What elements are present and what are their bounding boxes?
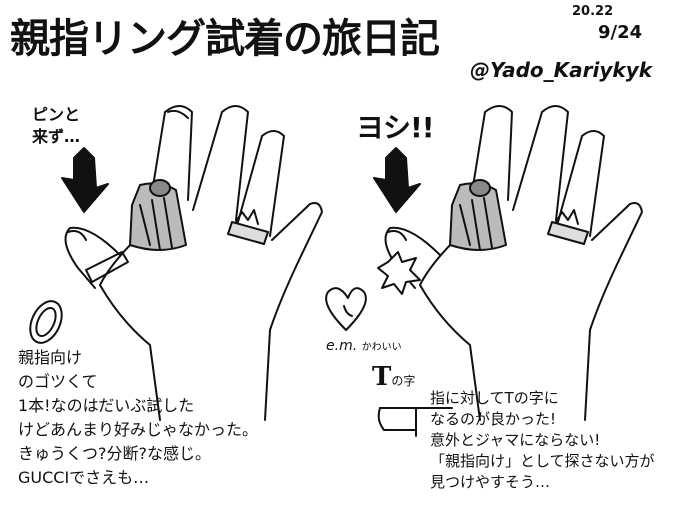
left-note-line: きゅうくつ?分断?な感じ。: [18, 444, 211, 463]
em-brand: e.m.: [326, 338, 358, 354]
left-note-line: のゴツくて: [18, 372, 98, 391]
right-note-line: 指に対してTの字に: [430, 389, 559, 407]
t-suffix: の字: [391, 374, 416, 388]
right-caption: ヨシ!!: [356, 111, 435, 144]
left-hand-drawing: [29, 105, 323, 421]
page-title: 親指リング試着の旅日記: [10, 16, 440, 62]
right-notes: 指に対してTの字に なるのが良かった! 意外とジャマにならない! 「親指向け」と…: [430, 388, 655, 493]
left-caption-line: 来ず…: [32, 127, 81, 146]
em-label: e.m. かわいい: [326, 338, 402, 354]
right-note-line: 「親指向け」として探さない方が: [430, 452, 655, 470]
date-year: 20.22: [572, 4, 614, 19]
left-note-line: けどあんまり好みじゃなかった。: [18, 420, 259, 439]
t-shape-label: Tの字: [372, 362, 415, 392]
author-handle: @Yado_Kariykyk: [470, 58, 653, 82]
right-hand-drawing: [325, 105, 643, 437]
left-notes: 親指向け のゴツくて 1本!なのはだいぶ試した けどあんまり好みじゃなかった。 …: [18, 346, 258, 490]
date-month-day: 9/24: [598, 22, 643, 43]
em-cute: かわいい: [361, 342, 402, 353]
right-note-line: 見つけやすそう…: [430, 473, 551, 491]
left-note-line: GUCCIでさえも…: [18, 468, 150, 487]
t-letter: T: [372, 362, 392, 392]
left-caption-line: ピンと: [32, 105, 81, 124]
right-note-line: 意外とジャマにならない!: [430, 431, 601, 449]
left-note-line: 1本!なのはだいぶ試した: [18, 396, 195, 415]
left-note-line: 親指向け: [18, 348, 83, 367]
left-caption: ピンと 来ず…: [32, 104, 80, 148]
right-note-line: なるのが良かった!: [430, 410, 557, 428]
